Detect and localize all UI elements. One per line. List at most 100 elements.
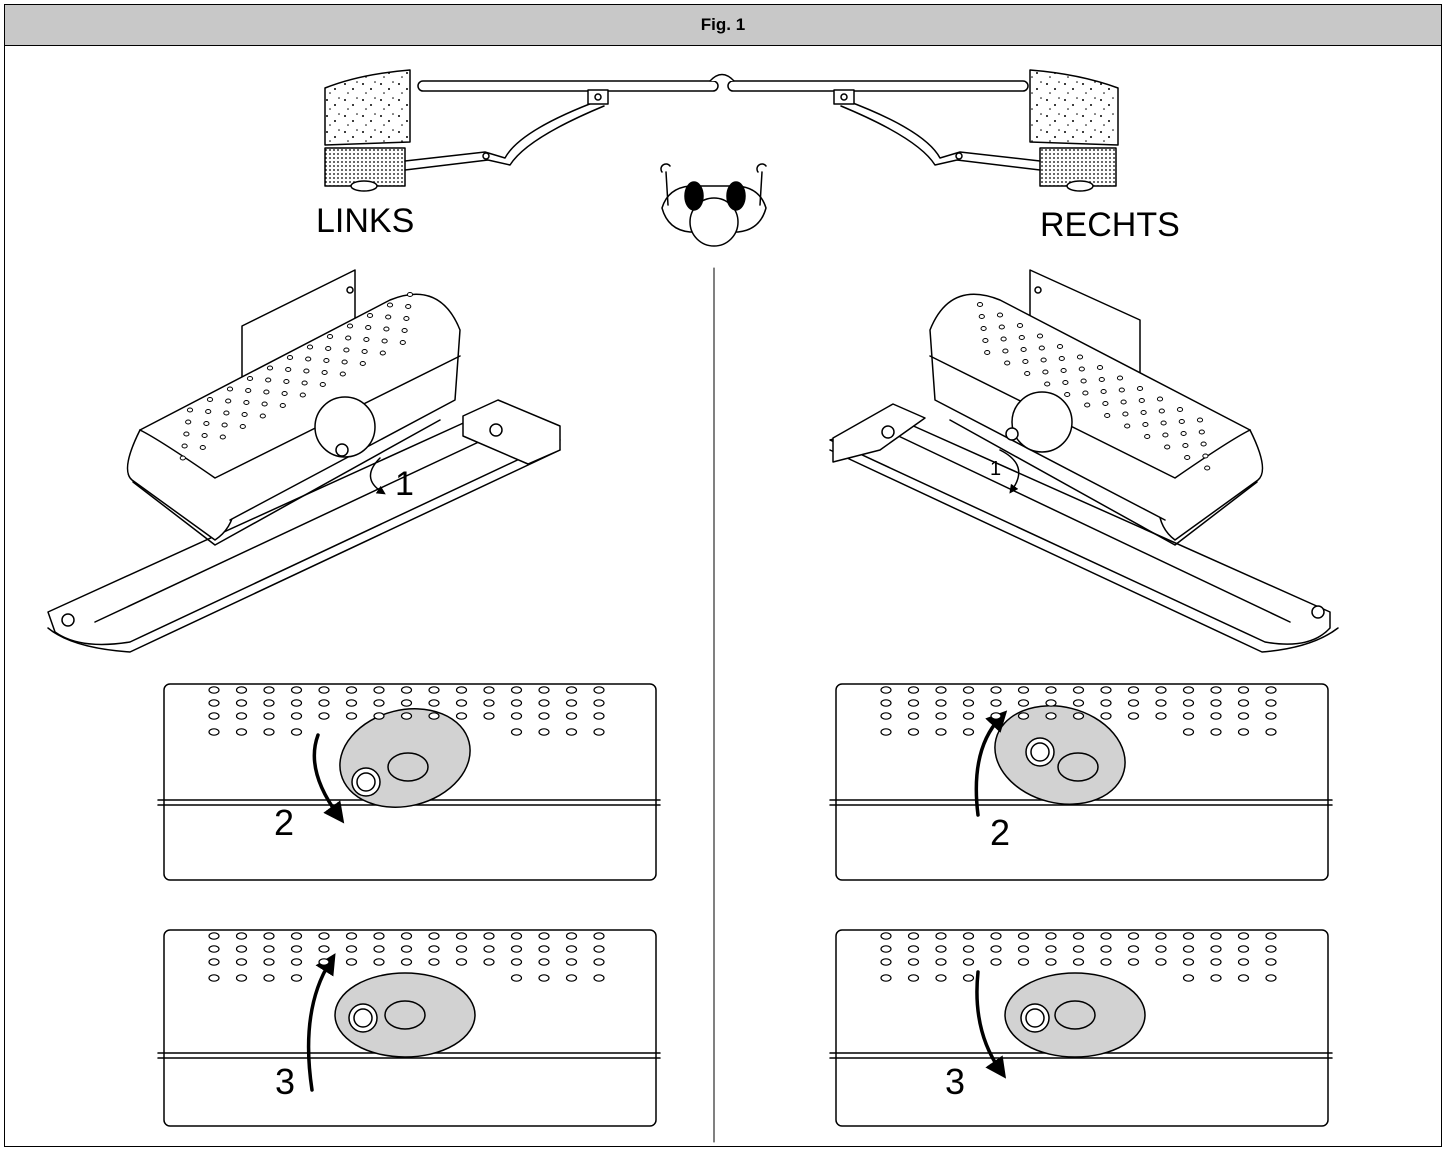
perforation-hole bbox=[990, 699, 1002, 707]
perforation-hole bbox=[1178, 419, 1185, 424]
left-step-3-panel: 3 bbox=[157, 929, 661, 1127]
perforation-hole bbox=[286, 355, 294, 360]
perforation-hole bbox=[383, 326, 390, 332]
perforation-hole bbox=[403, 316, 410, 321]
perforation-hole bbox=[263, 974, 275, 982]
perforation-hole bbox=[1265, 932, 1277, 940]
perforation-hole bbox=[400, 932, 413, 940]
perforation-hole bbox=[261, 401, 268, 407]
perforation-hole bbox=[990, 686, 1002, 694]
perforation-hole bbox=[455, 712, 468, 720]
perforation-hole bbox=[290, 945, 303, 953]
perforation-hole bbox=[962, 728, 975, 736]
perforation-hole bbox=[907, 932, 920, 940]
right-step-1: 1 bbox=[990, 458, 1001, 480]
perforation-hole bbox=[366, 313, 374, 318]
right-operator-top bbox=[1039, 147, 1117, 187]
perforation-hole bbox=[345, 932, 358, 940]
perforation-hole bbox=[483, 699, 495, 707]
perforation-hole bbox=[428, 686, 440, 694]
perforation-hole bbox=[1100, 389, 1107, 394]
left-step-2-panel: 2 bbox=[157, 683, 661, 881]
perforation-hole bbox=[283, 379, 290, 384]
perforation-hole bbox=[400, 712, 413, 720]
perforation-hole bbox=[510, 728, 523, 736]
perforation-hole bbox=[1076, 354, 1084, 360]
perforation-hole bbox=[1017, 932, 1030, 940]
perforation-hole bbox=[1142, 422, 1149, 427]
perforation-hole bbox=[290, 932, 303, 940]
left-arm bbox=[404, 99, 601, 162]
perforation-hole bbox=[1265, 974, 1277, 982]
perforation-hole bbox=[263, 945, 275, 953]
perforation-hole bbox=[1072, 686, 1085, 694]
perforation-hole bbox=[880, 686, 892, 694]
perforation-hole bbox=[235, 728, 248, 736]
perforation-hole bbox=[341, 359, 348, 365]
perforation-hole bbox=[285, 367, 292, 372]
perforation-hole bbox=[225, 398, 232, 404]
perforation-hole bbox=[263, 699, 275, 707]
perforation-hole bbox=[1155, 686, 1167, 694]
perforation-hole bbox=[880, 974, 892, 982]
perforation-hole bbox=[1096, 365, 1104, 370]
left-operator-knob bbox=[350, 180, 378, 192]
perforation-hole bbox=[379, 350, 386, 356]
perforation-hole bbox=[1018, 335, 1025, 340]
perforation-hole bbox=[1072, 932, 1085, 940]
perforation-hole bbox=[208, 974, 220, 982]
perforation-hole bbox=[1084, 402, 1091, 408]
perforation-hole bbox=[305, 356, 312, 362]
perforation-hole bbox=[907, 945, 920, 953]
perforation-hole bbox=[321, 370, 328, 375]
perforation-hole bbox=[361, 349, 368, 354]
perforation-hole bbox=[400, 686, 413, 694]
perforation-hole bbox=[907, 958, 920, 966]
perforation-hole bbox=[235, 945, 248, 953]
perforation-hole bbox=[301, 380, 308, 386]
perforation-hole bbox=[593, 974, 605, 982]
perforation-hole bbox=[1210, 945, 1222, 953]
perforation-hole bbox=[1127, 712, 1140, 720]
perforation-hole bbox=[935, 945, 947, 953]
perforation-hole bbox=[185, 419, 192, 425]
perforation-hole bbox=[181, 443, 188, 449]
perforation-hole bbox=[1140, 410, 1147, 415]
perforation-hole bbox=[290, 686, 303, 694]
perforation-hole bbox=[990, 712, 1002, 720]
perforation-hole bbox=[1064, 392, 1071, 397]
perforation-hole bbox=[428, 932, 440, 940]
perforation-hole bbox=[345, 958, 358, 966]
perforation-hole bbox=[1038, 345, 1045, 351]
perforation-hole bbox=[1004, 360, 1011, 366]
perforation-hole bbox=[1100, 699, 1112, 707]
right-label: RECHTS bbox=[1040, 206, 1180, 244]
perforation-hole bbox=[290, 974, 303, 982]
perforation-hole bbox=[907, 728, 920, 736]
right-pillar bbox=[1029, 69, 1119, 146]
perforation-hole bbox=[401, 328, 408, 333]
perforation-hole bbox=[538, 974, 550, 982]
perforation-hole bbox=[373, 932, 385, 940]
left-gate-leaf bbox=[417, 80, 719, 92]
perforation-hole bbox=[455, 945, 468, 953]
right-arm bbox=[844, 99, 1041, 162]
perforation-hole bbox=[593, 728, 605, 736]
perforation-hole bbox=[538, 728, 550, 736]
perforation-hole bbox=[373, 699, 385, 707]
perforation-hole bbox=[1116, 375, 1124, 381]
perforation-hole bbox=[326, 334, 334, 339]
perforation-hole bbox=[962, 945, 975, 953]
perforation-hole bbox=[1237, 712, 1250, 720]
perforation-hole bbox=[935, 712, 947, 720]
perforation-hole bbox=[1002, 348, 1009, 354]
perforation-hole bbox=[1000, 336, 1007, 342]
perforation-hole bbox=[880, 728, 892, 736]
perforation-hole bbox=[1072, 945, 1085, 953]
perforation-hole bbox=[1020, 347, 1027, 352]
perforation-hole bbox=[345, 712, 358, 720]
perforation-hole bbox=[1120, 399, 1127, 405]
perforation-hole bbox=[1210, 932, 1222, 940]
perforation-hole bbox=[880, 932, 892, 940]
perforation-hole bbox=[346, 323, 354, 329]
